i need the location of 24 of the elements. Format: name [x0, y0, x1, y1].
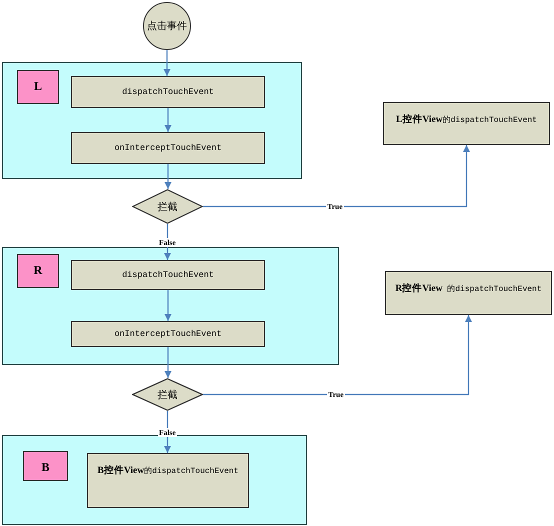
arrow [164, 164, 172, 189]
result-box: B控件View的dispatchTouchEvent [87, 453, 249, 508]
arrow [164, 50, 170, 76]
process-box: dispatchTouchEvent [71, 260, 265, 290]
process-box: onInterceptTouchEvent [71, 132, 265, 164]
start-circle: 点击事件 [143, 2, 191, 50]
view-panel [2, 247, 339, 365]
arrow [164, 411, 171, 453]
process-box: dispatchTouchEvent [71, 76, 265, 108]
arrow [203, 315, 472, 396]
decision-label: 拦截 [158, 200, 178, 214]
view-tag: R [17, 254, 59, 288]
process-box: onInterceptTouchEvent [71, 321, 265, 347]
arrow [203, 145, 470, 208]
arrow [164, 108, 172, 132]
view-tag: B [23, 451, 68, 481]
view-tag: L [17, 70, 59, 104]
arrow [164, 290, 172, 321]
view-panel [2, 435, 307, 525]
view-panel [2, 62, 302, 179]
decision-label: 拦截 [158, 388, 178, 402]
arrow [164, 347, 172, 378]
result-box: R控件View 的dispatchTouchEvent [385, 271, 552, 315]
result-box: L控件View的dispatchTouchEvent [383, 102, 550, 145]
